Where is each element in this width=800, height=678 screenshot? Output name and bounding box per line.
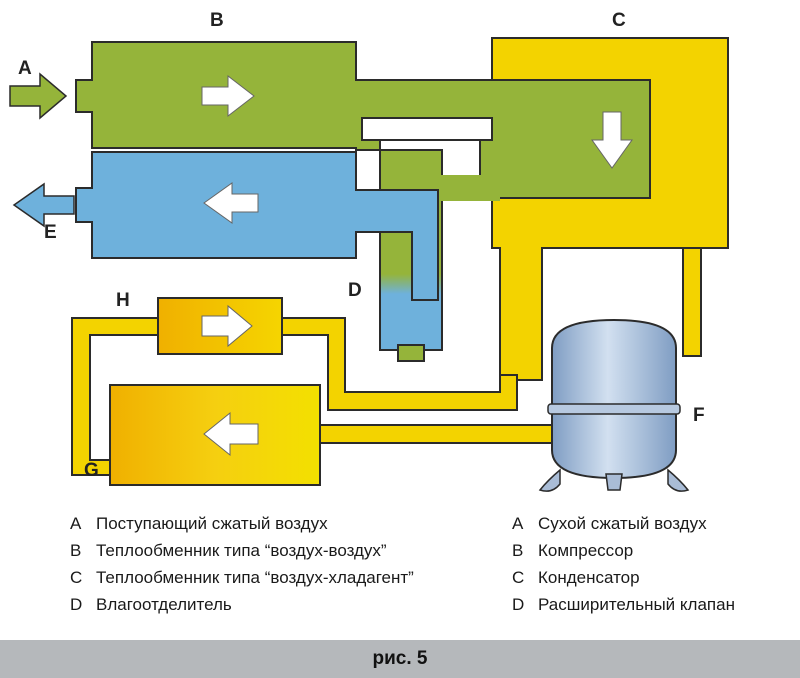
air-circuit — [75, 41, 651, 362]
flow-arrows — [9, 72, 633, 457]
figure-caption: рис. 5 — [372, 648, 428, 669]
marker-e: E — [44, 222, 57, 243]
outlet-arrow — [12, 182, 75, 228]
refrigerated-dryer-diagram — [9, 37, 729, 492]
marker-c: C — [612, 10, 626, 31]
marker-d: D — [348, 280, 362, 301]
marker-a: A — [18, 58, 32, 79]
caption-bar: рис. 5 — [0, 640, 800, 678]
blue-exchanger — [75, 151, 439, 301]
marker-f: F — [693, 405, 705, 426]
marker-h: H — [116, 290, 130, 311]
inlet-arrow — [9, 72, 68, 120]
marker-g: G — [84, 460, 99, 481]
exchanger-g — [109, 384, 321, 486]
marker-b: B — [210, 10, 224, 31]
compressor-tank-f — [538, 318, 690, 492]
